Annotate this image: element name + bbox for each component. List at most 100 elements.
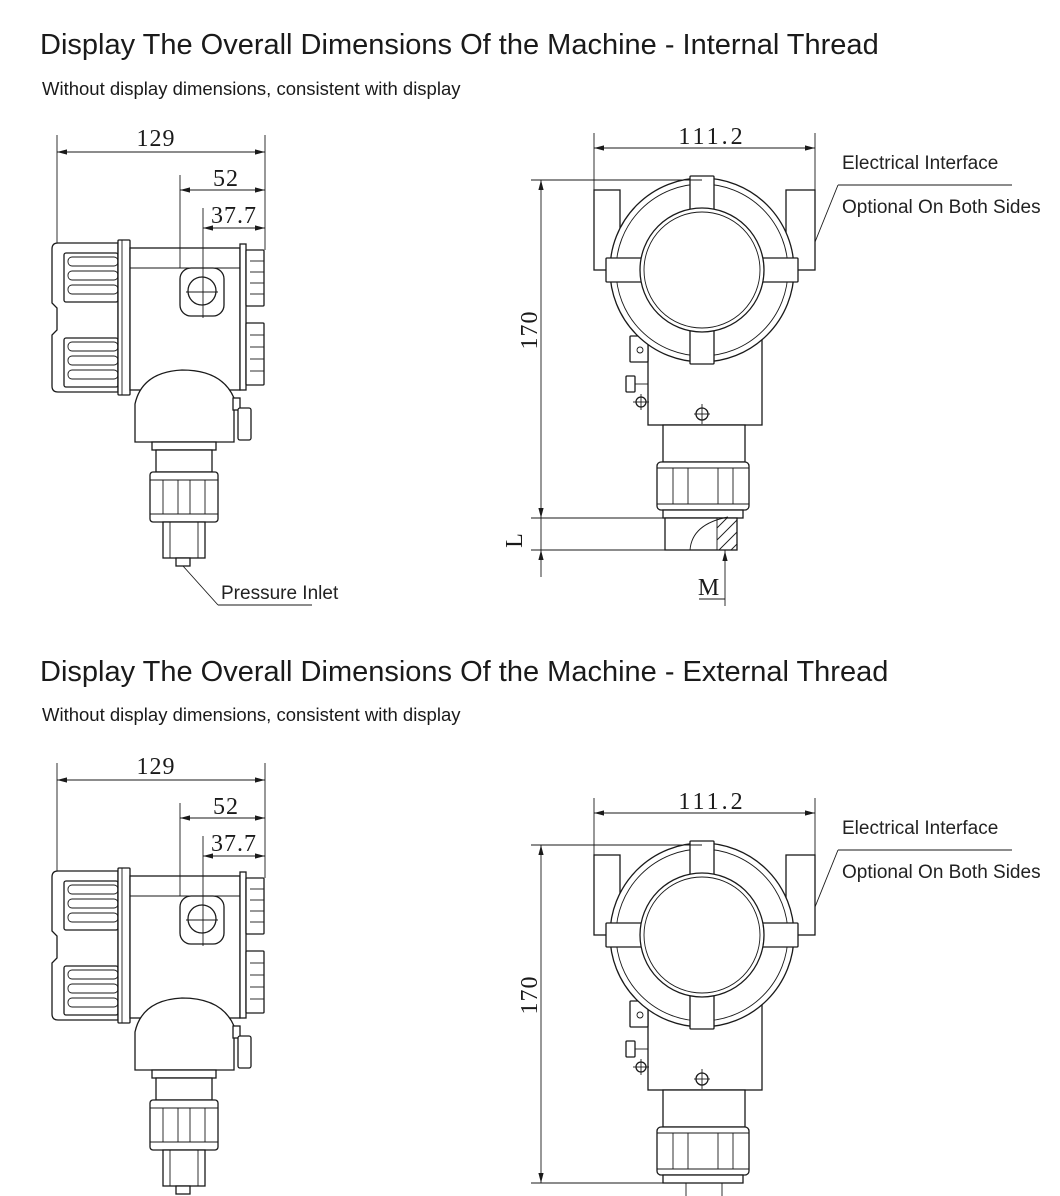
electrical-interface-label: Electrical Interface (842, 153, 998, 174)
nut-base (662, 1174, 744, 1184)
dim-label-thread-size: M (698, 575, 720, 601)
dimension-arrow (255, 225, 265, 231)
dim-label-window-offset: 37.7 (211, 203, 257, 229)
dimension-arrow (57, 777, 67, 783)
section-hatch (718, 531, 738, 551)
stem-neck (155, 449, 213, 473)
section-subtitle-internal-thread: Without display dimensions, consistent w… (42, 78, 461, 99)
dim-label-overall-height: 170 (517, 311, 543, 350)
dimension-arrow (805, 810, 815, 816)
section-hatch (716, 519, 738, 541)
dim-label-window-offset: 37.7 (211, 831, 257, 857)
section-subtitle-external-thread: Without display dimensions, consistent w… (42, 704, 461, 725)
dimension-arrow (255, 853, 265, 859)
electrical-interface-note: Optional On Both Sides (842, 197, 1041, 218)
thread-section-curve (689, 516, 729, 551)
inlet-tip (175, 1185, 191, 1195)
electrical-interface-leader (814, 184, 839, 243)
dimension-arrow (538, 845, 544, 855)
hex-nut (656, 461, 750, 511)
right-cover-grip-upper (245, 249, 265, 307)
dimension-arrow (255, 187, 265, 193)
dimension-arrow (255, 777, 265, 783)
dimension-arrow (203, 853, 213, 859)
dim-label-overall-width: 129 (137, 754, 176, 780)
dimension-arrow (805, 145, 815, 151)
side-bolt (237, 407, 252, 441)
dim-label-thread-length: L (502, 532, 528, 548)
dimension-arrow (538, 180, 544, 190)
side-bolt-base (232, 1025, 241, 1039)
display-window-inner (643, 211, 761, 329)
nut-base (662, 509, 744, 519)
section-title-external-thread: Display The Overall Dimensions Of the Ma… (40, 656, 889, 688)
side-bolt (237, 1035, 252, 1069)
dimension-arrow (180, 187, 190, 193)
lower-stem (162, 1149, 206, 1187)
stem (662, 424, 746, 463)
dimension-arrow (538, 1173, 544, 1183)
dimension-arrow (538, 550, 544, 560)
pressure-inlet-label: Pressure Inlet (221, 583, 339, 604)
stem (662, 1089, 746, 1128)
neck (134, 369, 235, 443)
ground-terminal (625, 375, 636, 393)
left-cover-flange (117, 867, 131, 1024)
display-window (639, 207, 765, 333)
electrical-interface-label: Electrical Interface (842, 818, 998, 839)
stem-collar (151, 1069, 217, 1079)
dimension-arrow (594, 810, 604, 816)
dimension-arrow (722, 551, 728, 561)
dim-label-overall-width: 111.2 (678, 124, 745, 150)
display-window (639, 872, 765, 998)
cover-rib-right (759, 257, 799, 283)
dimension-arrow (180, 815, 190, 821)
right-cover-flange (239, 871, 247, 1019)
pressure-inlet-leader (182, 565, 219, 606)
cover-rib-left (605, 922, 645, 948)
process-connection-internal-thread (664, 517, 738, 551)
display-window-inner (643, 876, 761, 994)
hex-nut (149, 1099, 219, 1151)
right-cover-grip-upper (245, 877, 265, 935)
dimension-arrow (594, 145, 604, 151)
window-icon (187, 276, 217, 306)
dimension-arrow (538, 508, 544, 518)
dim-label-offset-width: 52 (213, 794, 239, 820)
right-cover-grip-lower (245, 322, 265, 386)
ground-terminal (625, 1040, 636, 1058)
window-icon (187, 904, 217, 934)
electrical-interface-leader (814, 849, 839, 908)
section-hatch (730, 543, 738, 551)
right-cover-flange (239, 243, 247, 391)
cover-rib-left (605, 257, 645, 283)
stem-collar (151, 441, 217, 451)
dim-label-offset-width: 52 (213, 166, 239, 192)
bracket-screw-icon (636, 1011, 644, 1019)
section-hatch (716, 517, 728, 529)
hex-nut (149, 471, 219, 523)
dim-label-overall-width: 111.2 (678, 789, 745, 815)
lower-stem (162, 521, 206, 559)
electrical-interface-note: Optional On Both Sides (842, 862, 1041, 883)
dimension-arrow (203, 225, 213, 231)
inlet-tip (175, 557, 191, 567)
bracket-screw-icon (636, 346, 644, 354)
electrical-interface-boss-right (785, 189, 816, 271)
dim-label-overall-height: 170 (517, 976, 543, 1015)
dimension-arrow (57, 149, 67, 155)
dimension-arrow (255, 815, 265, 821)
side-view-external-thread: 129 52 37.7 (51, 754, 266, 1195)
dimension-arrow (255, 149, 265, 155)
dim-label-overall-width: 129 (137, 126, 176, 152)
side-bolt-base (232, 397, 241, 411)
section-title-internal-thread: Display The Overall Dimensions Of the Ma… (40, 29, 879, 61)
neck (134, 997, 235, 1071)
cover-rib-right (759, 922, 799, 948)
stem-neck (155, 1077, 213, 1101)
